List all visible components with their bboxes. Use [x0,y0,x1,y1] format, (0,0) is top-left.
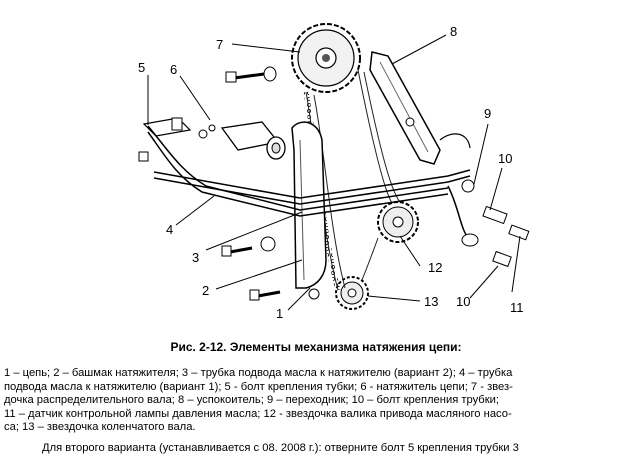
crankshaft-sprocket [335,276,369,310]
callout-numbers: 7 8 5 6 9 10 4 3 2 1 12 13 10 11 [138,24,524,321]
body-paragraph: Для второго варианта (устанавливается с … [42,442,519,454]
callout-7: 7 [216,37,223,52]
callout-13: 13 [424,294,438,309]
legend-line: дочка распределительного вала; 8 – успок… [4,394,499,407]
oil-pump-sprocket [377,201,419,243]
technical-illustration: 7 8 5 6 9 10 4 3 2 1 12 13 10 11 [138,23,530,321]
figure-caption: Рис. 2-12. Элементы механизма натяжения … [170,340,462,354]
legend-line: 11 – датчик контрольной лампы давления м… [4,407,512,420]
callout-11: 11 [510,300,524,315]
callout-6: 6 [170,62,177,77]
chain-tensioner [198,121,286,160]
legend-line: са; 13 – звездочка коленчатого вала. [4,421,196,434]
camshaft-sprocket [291,23,361,93]
legend-line: подвода масла к натяжителю (вариант 1); … [4,380,513,393]
figure-legend: 1 – цепь; 2 – башмак натяжителя; 3 – тру… [4,367,628,435]
chain-tensioner-drawing: 7 8 5 6 9 10 4 3 2 1 12 13 10 11 [138,23,530,321]
upper-bolt [225,66,277,83]
lower-bolts [221,236,320,301]
callout-12: 12 [428,260,442,275]
callout-5: 5 [138,60,145,75]
oil-supply-tubes [147,125,471,241]
callout-3: 3 [192,250,199,265]
tensioner-shoe [291,121,327,289]
callout-9: 9 [484,106,491,121]
chain-damper [369,51,441,165]
callout-4: 4 [166,222,173,237]
leader-lines [147,34,521,311]
callout-2: 2 [202,283,209,298]
tube-mounting-bolt [138,117,192,162]
callout-10-lower: 10 [456,294,470,309]
legend-line: 1 – цепь; 2 – башмак натяжителя; 3 – тру… [4,367,513,379]
callout-8: 8 [450,24,457,39]
callout-10-upper: 10 [498,151,512,166]
callout-1: 1 [276,306,283,321]
adapter-and-sensor [439,133,530,268]
